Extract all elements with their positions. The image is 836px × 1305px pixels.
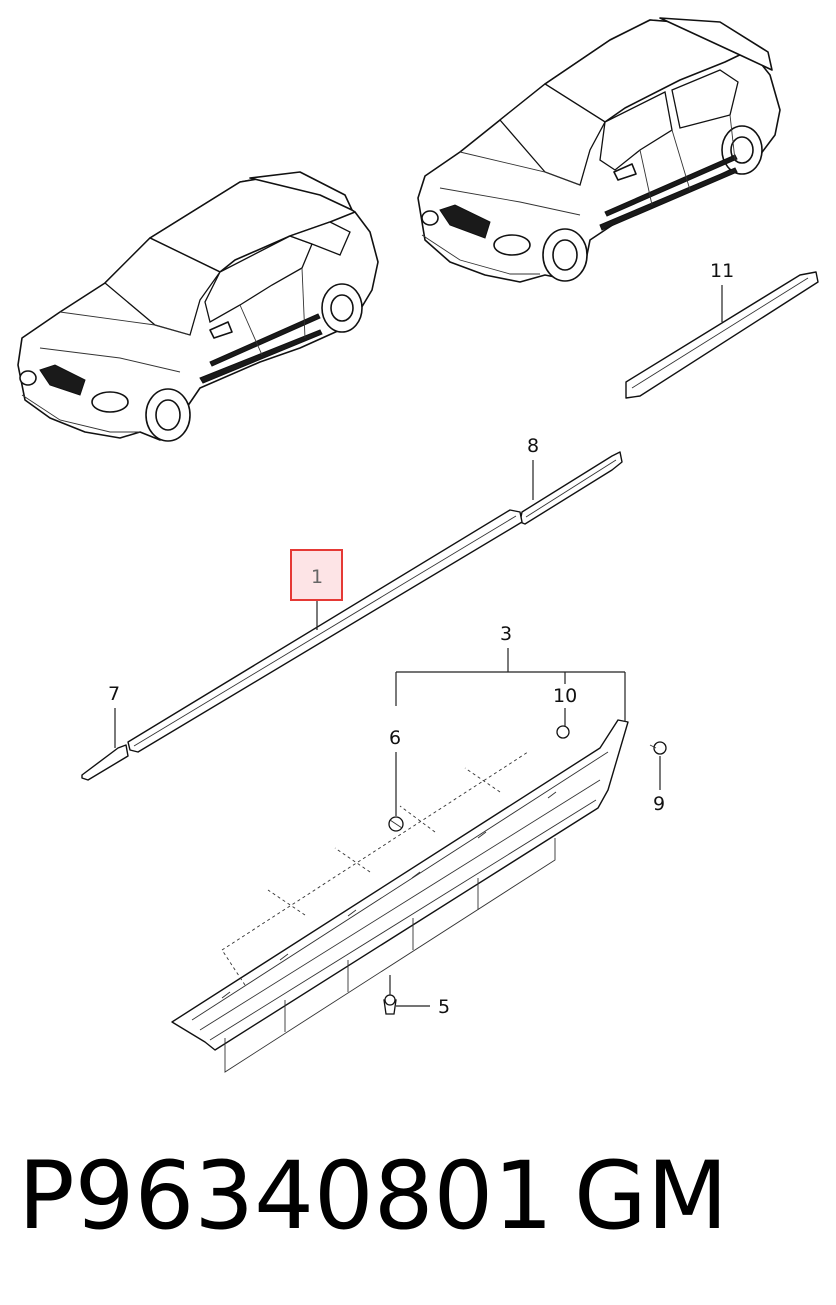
part-front-door-molding-end (519, 451, 623, 525)
callout-9: 9 (653, 793, 665, 815)
brand-name: GM (574, 1142, 728, 1251)
callout-3: 3 (500, 623, 512, 645)
part-side-molding-main (127, 509, 523, 753)
callout-11: 11 (710, 260, 734, 282)
callout-6: 6 (389, 727, 401, 749)
leader-5 (389, 975, 430, 1007)
clip-item-10 (556, 725, 570, 739)
highlight-box-item-1 (290, 549, 343, 601)
part-rear-door-molding (625, 271, 819, 399)
callout-8: 8 (527, 435, 539, 457)
car-five-door-illustration (417, 17, 781, 283)
leader-3-bracket (395, 648, 626, 722)
callout-7: 7 (108, 683, 120, 705)
clip-item-6 (388, 816, 404, 832)
callout-1: 1 (311, 566, 323, 588)
part-sill-panel-assembly (171, 719, 629, 1073)
leader-lines (114, 285, 723, 1007)
clip-item-5 (383, 994, 397, 1015)
part-number: P96340801 (18, 1142, 553, 1251)
callout-10: 10 (553, 685, 577, 707)
part-molding-end-cap (81, 744, 129, 781)
callout-5: 5 (438, 996, 450, 1018)
car-three-door-illustration (17, 171, 379, 442)
clip-item-9 (649, 741, 667, 755)
